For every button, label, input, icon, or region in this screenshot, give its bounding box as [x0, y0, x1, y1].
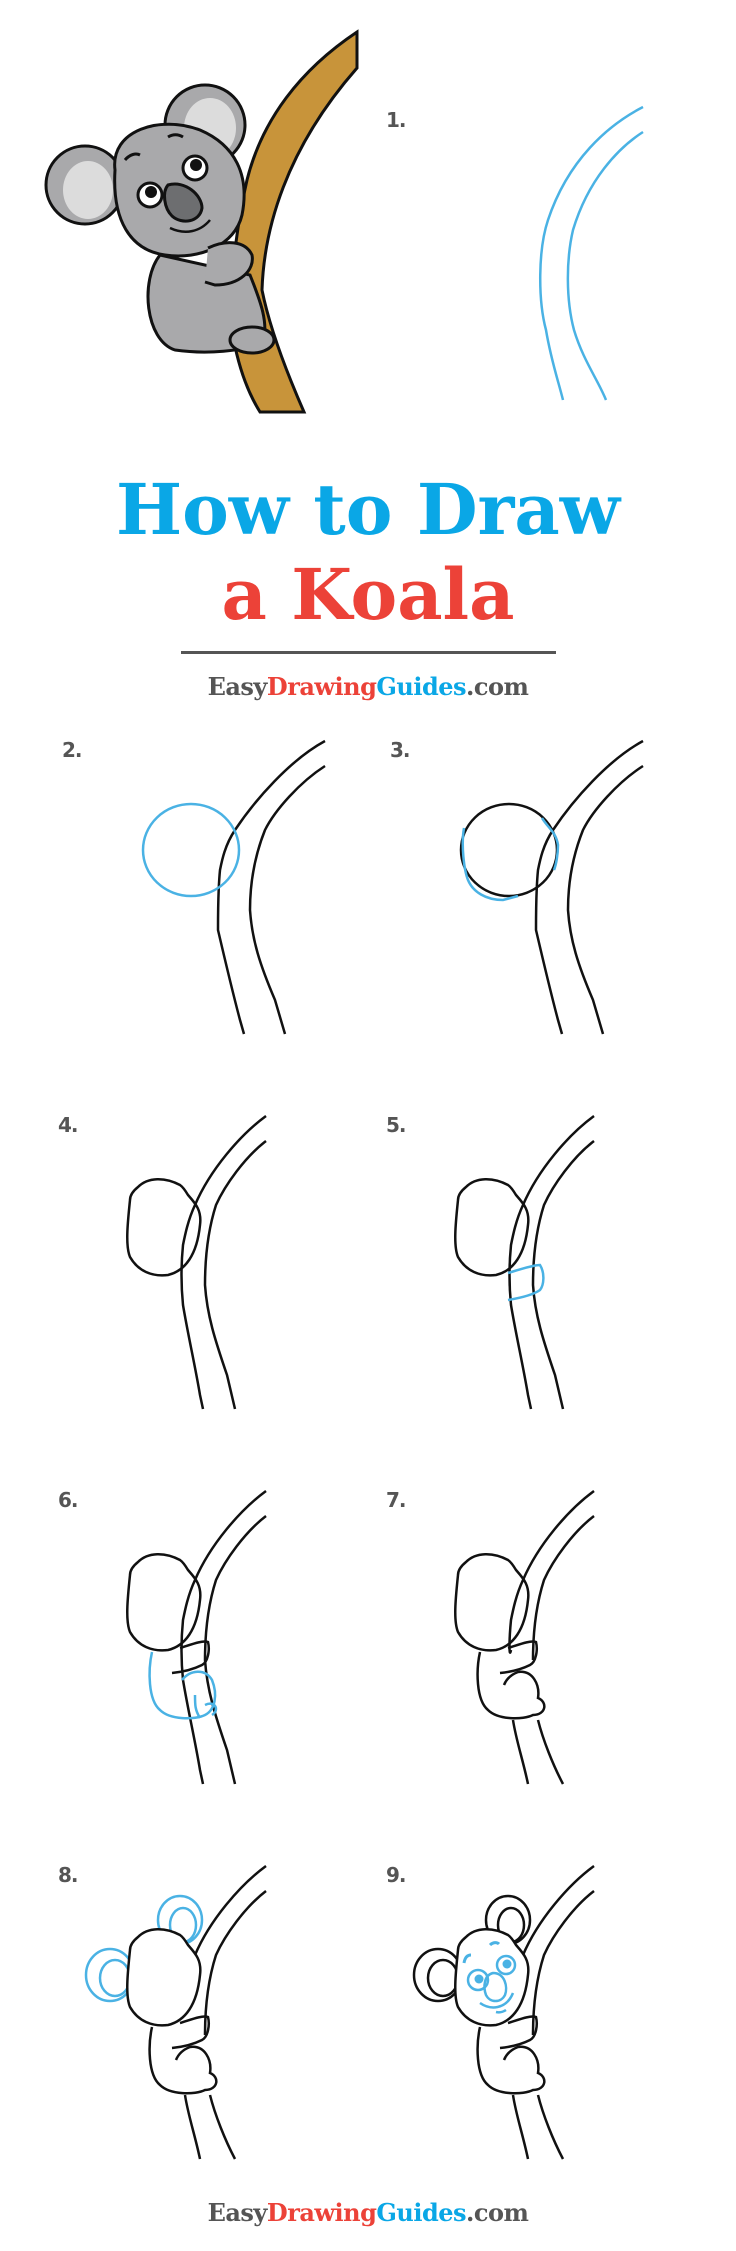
- step-8-number: 8.: [58, 1863, 78, 1887]
- brand-part-guides: Guides: [376, 672, 467, 701]
- step-9-number: 9.: [386, 1863, 406, 1887]
- step-5-number: 5.: [386, 1113, 406, 1137]
- step-1-number: 1.: [386, 108, 406, 132]
- step-9-panel: 9.: [368, 1845, 698, 2175]
- title-divider: [181, 651, 556, 654]
- page-title-line-2: a Koala: [221, 553, 515, 636]
- step-5-drawing-icon: [454, 1114, 595, 1410]
- step-3-drawing-icon: [459, 739, 644, 1035]
- footer-part-drawing: Drawing: [266, 2198, 377, 2227]
- step-1-panel: 1.: [368, 80, 668, 420]
- step-6-panel: 6.: [40, 1470, 370, 1800]
- brand-part-easy: Easy: [207, 672, 268, 701]
- branch-guide-icon: [538, 105, 644, 401]
- step-7-panel: 7.: [368, 1470, 698, 1800]
- page-title-line-1: How to Draw: [115, 468, 621, 551]
- brand-part-drawing: Drawing: [266, 672, 377, 701]
- step-3-panel: 3.: [368, 720, 698, 1050]
- footer-part-com: .com: [466, 2198, 529, 2227]
- step-9-drawing-icon: [412, 1864, 595, 2160]
- koala-colored-icon: [44, 29, 359, 414]
- step-6-number: 6.: [58, 1488, 78, 1512]
- footer-brand-logo: EasyDrawingGuides.com: [0, 2198, 736, 2227]
- step-8-drawing-icon: [84, 1864, 267, 2160]
- step-8-panel: 8.: [40, 1845, 370, 2175]
- step-4-panel: 4.: [40, 1095, 370, 1425]
- brand-part-com: .com: [466, 672, 529, 701]
- footer-part-easy: Easy: [207, 2198, 268, 2227]
- step-7-drawing-icon: [454, 1489, 595, 1785]
- step-7-number: 7.: [386, 1488, 406, 1512]
- step-4-drawing-icon: [126, 1114, 267, 1410]
- step-3-number: 3.: [390, 738, 410, 762]
- brand-logo: EasyDrawingGuides.com: [0, 672, 736, 701]
- step-5-panel: 5.: [368, 1095, 698, 1425]
- footer-part-guides: Guides: [376, 2198, 467, 2227]
- step-4-number: 4.: [58, 1113, 78, 1137]
- hero-illustration: [0, 0, 368, 450]
- step-6-drawing-icon: [126, 1489, 267, 1785]
- step-2-number: 2.: [62, 738, 82, 762]
- step-2-panel: 2.: [40, 720, 370, 1050]
- step-2-drawing-icon: [141, 739, 326, 1035]
